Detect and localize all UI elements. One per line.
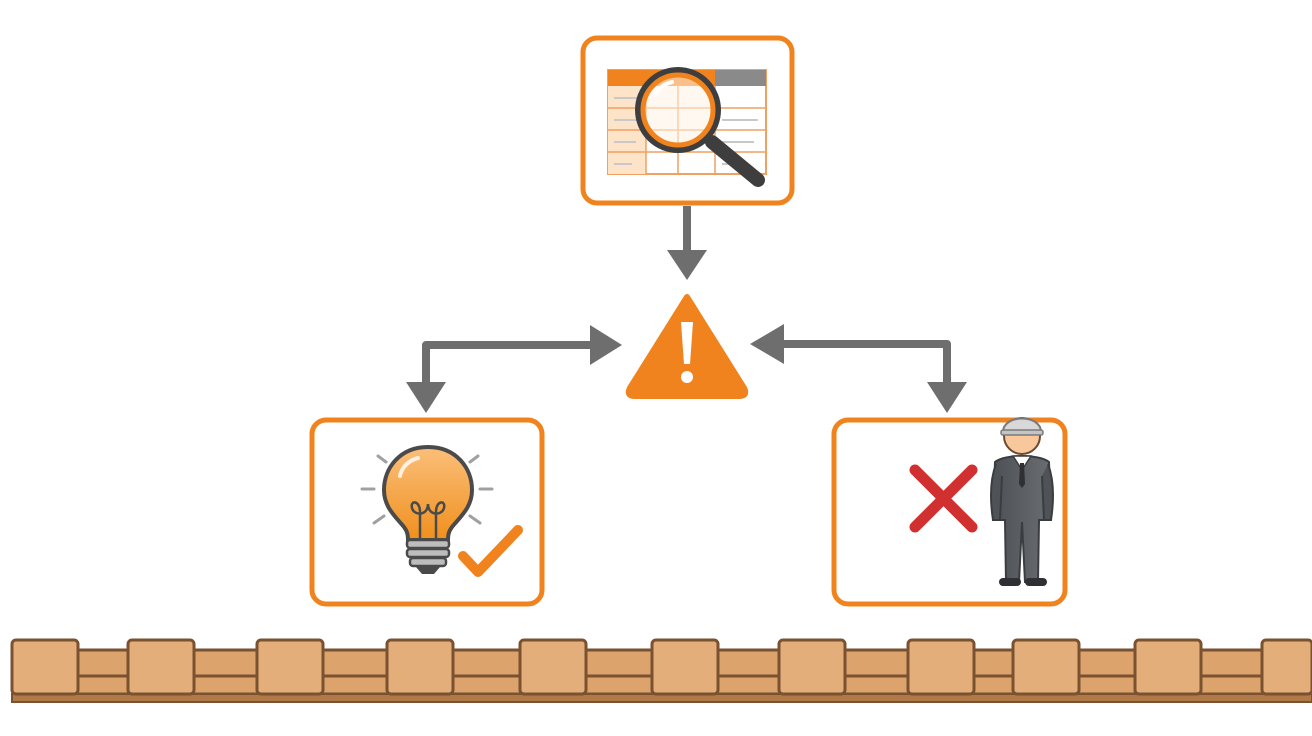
node-left bbox=[309, 417, 545, 607]
conveyor-block bbox=[1260, 638, 1312, 696]
arrow-top-to-warning bbox=[667, 206, 707, 280]
red-x-icon bbox=[909, 464, 978, 533]
arrow-right-bidirectional bbox=[750, 324, 967, 413]
conveyor-block bbox=[518, 638, 588, 696]
conveyor-block bbox=[650, 638, 720, 696]
conveyor-block bbox=[126, 638, 196, 696]
conveyor-block bbox=[777, 638, 847, 696]
conveyor-block bbox=[1133, 638, 1203, 696]
worker-person-icon bbox=[990, 417, 1054, 586]
conveyor-block bbox=[1011, 638, 1081, 696]
conveyor-block bbox=[385, 638, 455, 696]
warning-triangle-icon bbox=[625, 294, 749, 399]
arrow-left-bidirectional bbox=[406, 325, 622, 413]
checkmark-icon bbox=[458, 525, 523, 577]
conveyor-block bbox=[10, 638, 80, 696]
node-top bbox=[580, 35, 795, 206]
node-right bbox=[831, 417, 1068, 607]
lightbulb-icon bbox=[360, 444, 494, 574]
conveyor-block bbox=[255, 638, 325, 696]
table-with-magnifier-icon bbox=[607, 67, 767, 187]
conveyor-block bbox=[906, 638, 976, 696]
conveyor-base bbox=[10, 638, 1312, 703]
